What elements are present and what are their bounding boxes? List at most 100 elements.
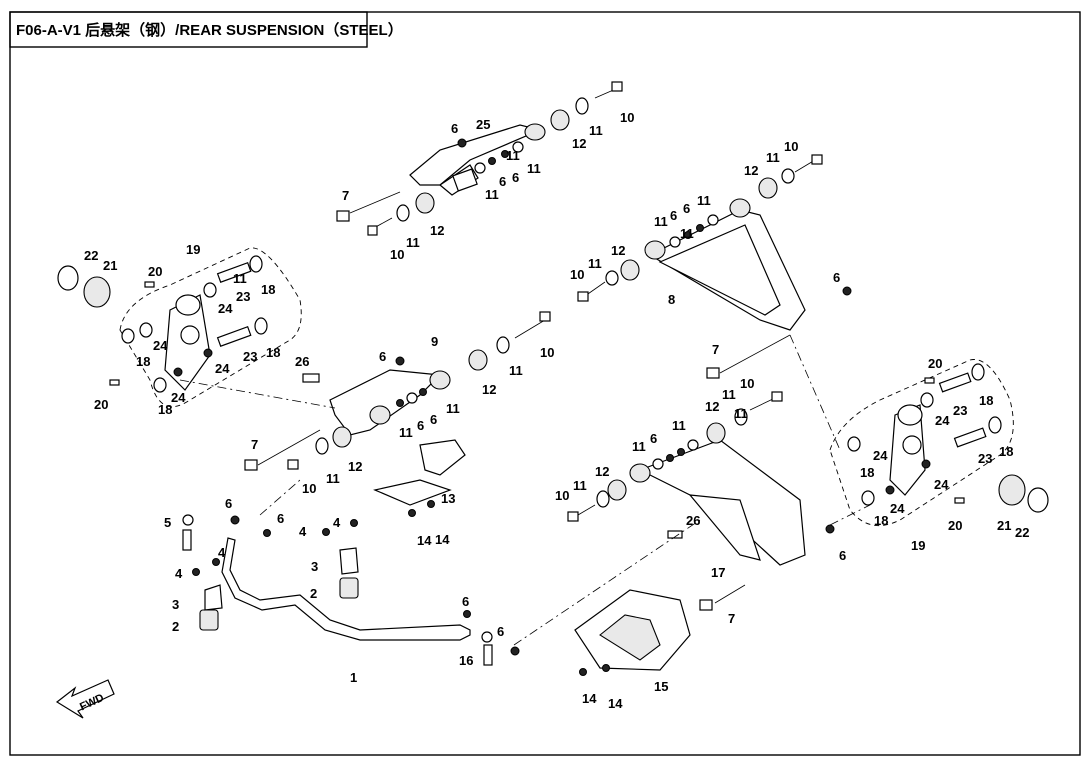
callout-18: 18 xyxy=(999,444,1013,459)
callout-20: 20 xyxy=(148,264,162,279)
diagram-frame xyxy=(9,11,1081,756)
callout-4: 4 xyxy=(333,515,341,530)
callout-26: 26 xyxy=(686,513,700,528)
callout-labels: 1 2 2 3 3 4 4 4 4 5 6 6 6 6 6 6 6 6 6 6 … xyxy=(84,110,1029,711)
callout-11: 11 xyxy=(589,123,603,138)
callout-21: 21 xyxy=(103,258,117,273)
callout-12: 12 xyxy=(482,382,496,397)
callout-18: 18 xyxy=(860,465,874,480)
callout-14: 14 xyxy=(582,691,597,706)
callout-24: 24 xyxy=(215,361,230,376)
callout-24: 24 xyxy=(218,301,233,316)
upper-arm-assembly-top xyxy=(336,81,623,236)
callout-19: 19 xyxy=(911,538,925,553)
callout-14: 14 xyxy=(435,532,450,547)
callout-11: 11 xyxy=(399,425,413,440)
callout-22: 22 xyxy=(84,248,98,263)
callout-11: 11 xyxy=(527,161,541,176)
callout-11: 11 xyxy=(654,214,668,229)
callout-6: 6 xyxy=(833,270,840,285)
callout-4: 4 xyxy=(299,524,307,539)
callout-10: 10 xyxy=(390,247,404,262)
callout-6: 6 xyxy=(430,412,437,427)
callout-15: 15 xyxy=(654,679,668,694)
callout-10: 10 xyxy=(570,267,584,282)
callout-6: 6 xyxy=(670,208,677,223)
callout-1: 1 xyxy=(350,670,357,685)
callout-23: 23 xyxy=(243,349,257,364)
callout-11: 11 xyxy=(509,363,523,378)
callout-10: 10 xyxy=(555,488,569,503)
callout-12: 12 xyxy=(572,136,586,151)
callout-18: 18 xyxy=(136,354,150,369)
callout-11: 11 xyxy=(680,226,694,241)
lower-arm-assembly-left xyxy=(244,311,551,517)
callout-8: 8 xyxy=(668,292,675,307)
callout-24: 24 xyxy=(890,501,905,516)
callout-2: 2 xyxy=(172,619,179,634)
callout-23: 23 xyxy=(953,403,967,418)
callout-11: 11 xyxy=(734,406,748,421)
callout-12: 12 xyxy=(595,464,609,479)
callout-7: 7 xyxy=(712,342,719,357)
callout-12: 12 xyxy=(611,243,625,258)
callout-24: 24 xyxy=(934,477,949,492)
callout-21: 21 xyxy=(997,518,1011,533)
callout-20: 20 xyxy=(94,397,108,412)
callout-9: 9 xyxy=(431,334,438,349)
callout-10: 10 xyxy=(540,345,554,360)
knuckle-right xyxy=(829,359,1049,527)
callout-6: 6 xyxy=(277,511,284,526)
callout-3: 3 xyxy=(172,597,179,612)
callout-10: 10 xyxy=(302,481,316,496)
callout-24: 24 xyxy=(873,448,888,463)
diagram-title: F06-A-V1 后悬架（钢）/REAR SUSPENSION（STEEL） xyxy=(16,21,403,39)
callout-18: 18 xyxy=(261,282,275,297)
callout-6: 6 xyxy=(497,624,504,639)
forward-arrow: FWD xyxy=(55,679,115,719)
callout-11: 11 xyxy=(233,271,247,286)
lower-arm-assembly-right xyxy=(567,391,835,611)
callout-2: 2 xyxy=(310,586,317,601)
callout-6: 6 xyxy=(462,594,469,609)
callout-4: 4 xyxy=(175,566,183,581)
callout-12: 12 xyxy=(705,399,719,414)
callout-6: 6 xyxy=(839,548,846,563)
centerlines xyxy=(179,334,871,646)
callout-18: 18 xyxy=(979,393,993,408)
callout-11: 11 xyxy=(697,193,711,208)
callout-14: 14 xyxy=(608,696,623,711)
callout-24: 24 xyxy=(153,338,168,353)
upper-arm-assembly-right xyxy=(577,154,852,379)
callout-7: 7 xyxy=(342,188,349,203)
callout-10: 10 xyxy=(784,139,798,154)
callout-26: 26 xyxy=(295,354,309,369)
skid-plate xyxy=(574,589,691,676)
stabilizer-bar-assembly xyxy=(182,514,520,666)
callout-16: 16 xyxy=(459,653,473,668)
callout-11: 11 xyxy=(766,150,780,165)
callout-24: 24 xyxy=(171,390,186,405)
callout-17: 17 xyxy=(711,565,725,580)
callout-10: 10 xyxy=(620,110,634,125)
callout-6: 6 xyxy=(379,349,386,364)
callout-18: 18 xyxy=(158,402,172,417)
callout-11: 11 xyxy=(446,401,460,416)
callout-23: 23 xyxy=(236,289,250,304)
callout-23: 23 xyxy=(978,451,992,466)
callout-5: 5 xyxy=(164,515,171,530)
callout-11: 11 xyxy=(326,471,340,486)
callout-12: 12 xyxy=(430,223,444,238)
callout-6: 6 xyxy=(650,431,657,446)
callout-20: 20 xyxy=(928,356,942,371)
callout-19: 19 xyxy=(186,242,200,257)
callout-14: 14 xyxy=(417,533,432,548)
title-box xyxy=(9,11,368,48)
callout-24: 24 xyxy=(935,413,950,428)
callout-25: 25 xyxy=(476,117,490,132)
callout-13: 13 xyxy=(441,491,455,506)
callout-11: 11 xyxy=(406,235,420,250)
knuckle-left xyxy=(57,247,302,408)
callout-7: 7 xyxy=(728,611,735,626)
